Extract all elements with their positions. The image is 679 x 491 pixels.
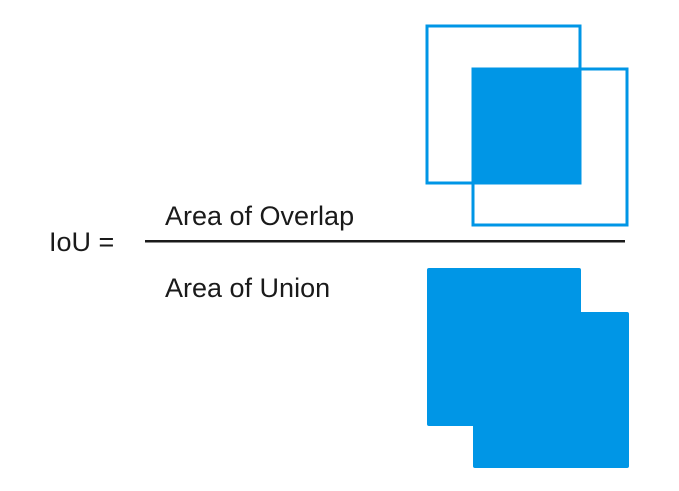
overlap-area bbox=[473, 69, 580, 183]
box-a-outline bbox=[425, 24, 582, 185]
denominator-label: Area of Union bbox=[165, 273, 330, 303]
numerator-label: Area of Overlap bbox=[165, 201, 354, 231]
union-illustration bbox=[427, 268, 629, 468]
iou-label: IoU = bbox=[49, 227, 114, 257]
overlap-illustration bbox=[425, 24, 629, 227]
box-b-outline bbox=[471, 67, 629, 227]
union-box-b bbox=[473, 312, 629, 468]
fraction-bar bbox=[145, 240, 625, 243]
